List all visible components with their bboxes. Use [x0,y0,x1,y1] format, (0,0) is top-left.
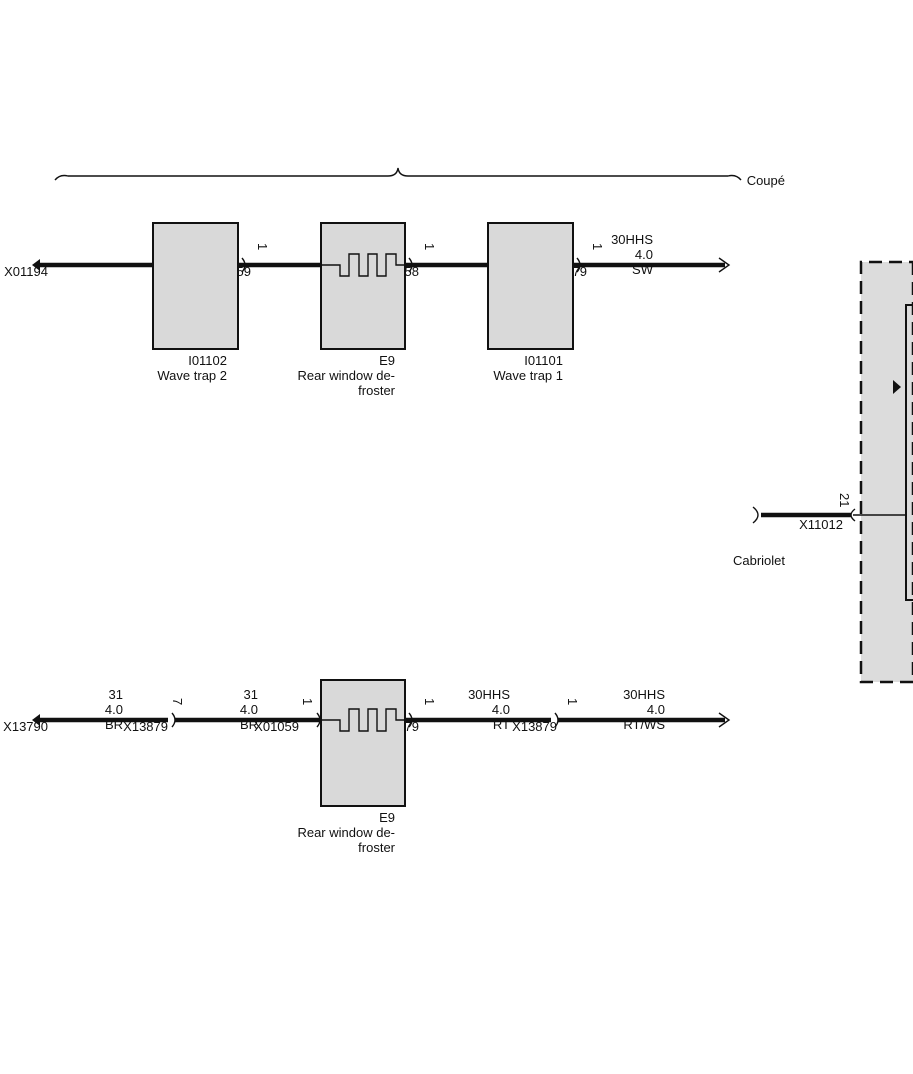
cabrio-ground-label: X13790 [3,719,48,734]
cabrio-c3-pin: 1 [300,698,315,705]
cabrio-c4-pin: 7 [170,698,185,705]
cabriolet-circuit: 30HHS 4.0 RT/WS 1 X13879 30HHS 4.0 RT 1 … [3,679,731,855]
coupe-ground-label: X01194 [4,264,48,279]
cabrio-defroster-line-2: froster [358,840,396,855]
cabrio-ground-icon [32,714,40,726]
cabrio-c1-socket-icon [554,712,559,728]
coupe-supply-line-2: 4.0 [635,247,653,262]
cabrio-c2-socket-icon [408,712,413,728]
coupe-trap1-label: Wave trap 1 [493,368,563,383]
coupe-c1-pin: 1 [590,243,605,250]
cabrio-wire4-line-1: 31 [244,687,258,702]
cabrio-c2-pin: 1 [422,698,437,705]
coupe-c3-pin: 1 [255,243,270,250]
cabrio-c4-socket-icon [171,712,176,728]
coupe-supply-arrow-icon [718,257,731,273]
coupe-c1-socket-icon [576,257,581,273]
cabrio-wire4-line-2: 4.0 [240,702,258,717]
cabrio-c1-label: X13879 [512,719,557,734]
module-connector-label: X11012 [799,517,843,532]
cabrio-heating-element-icon [321,708,405,732]
cabrio-defroster-line-1: Rear window de- [297,825,395,840]
cabrio-wire5-line-1: 31 [109,687,123,702]
coupe-heating-element-icon [321,253,405,277]
coupe-defroster-id: E9 [379,353,395,368]
coupe-trap2-id: I01102 [188,353,227,368]
cabrio-c4-label: X13879 [123,719,168,734]
coupe-wave-trap-2 [152,222,239,350]
coupe-supply-line-3: SW [632,262,654,277]
coupe-defroster [320,222,406,350]
cabrio-wire5-line-2: 4.0 [105,702,123,717]
coupe-circuit: 30HHS 4.0 SW 1 X379 I01101 Wave trap 1 1… [4,222,731,398]
module-dashed-outline [859,260,913,684]
cabrio-c3-label: X01059 [254,719,299,734]
cabrio-c1-pin: 1 [565,698,580,705]
cabrio-c3-socket-icon [316,712,321,728]
coupe-defroster-line-1: Rear window de- [297,368,395,383]
cabrio-defroster-id: E9 [379,810,395,825]
variant-brace [54,167,742,181]
module-arrow-icon [893,380,901,394]
coupe-ground-icon [32,259,40,271]
cabrio-wire2-line-3: RT [493,717,510,732]
coupe-c3-socket-icon [241,257,246,273]
coupe-label: Coupé [747,173,785,188]
cabrio-defroster [320,679,406,807]
module-inner-block [905,304,913,601]
coupe-defroster-line-2: froster [358,383,396,398]
trunk-socket-icon [752,506,759,524]
coupe-trap2-label: Wave trap 2 [157,368,227,383]
cabrio-supply-line-3: RT/WS [623,717,665,732]
control-module: 21 X11012 [799,260,913,684]
coupe-c2-socket-icon [408,257,413,273]
coupe-c2-pin: 1 [422,243,437,250]
cabriolet-label: Cabriolet [733,553,785,568]
coupe-supply-line-1: 30HHS [611,232,653,247]
cabrio-wire2-line-2: 4.0 [492,702,510,717]
cabrio-wire2-line-1: 30HHS [468,687,510,702]
cabrio-wire4-line-3: BR [240,717,258,732]
cabrio-wire5-line-3: BR [105,717,123,732]
cabrio-supply-line-1: 30HHS [623,687,665,702]
cabrio-supply-arrow-icon [718,712,731,728]
coupe-wave-trap-1 [487,222,574,350]
coupe-trap1-id: I01101 [524,353,563,368]
cabrio-supply-line-2: 4.0 [647,702,665,717]
module-pin: 21 [837,493,852,507]
